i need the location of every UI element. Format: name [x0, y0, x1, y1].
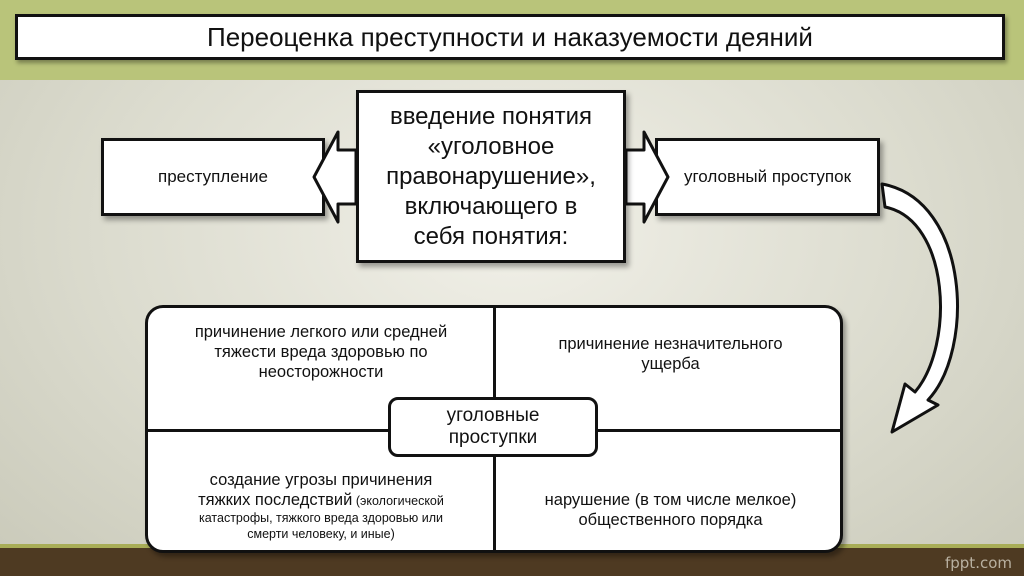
crime-label: преступление	[157, 167, 268, 186]
concept-line: включающего в	[404, 192, 578, 220]
cell-line: тяжести вреда здоровью по	[214, 343, 428, 361]
cell-line: причинение незначительного	[558, 335, 783, 353]
slide-title: Переоценка преступности и наказуемости д…	[15, 14, 1005, 60]
concept-line: «уголовное	[427, 132, 555, 160]
concept-line: себя понятия:	[413, 222, 569, 250]
arrow-left	[312, 130, 358, 224]
cell-note: смерти человеку, и иные)	[247, 527, 395, 541]
cell-line: общественного порядка	[578, 511, 763, 529]
label-line: уголовные	[446, 405, 540, 426]
concept-text: введение понятия «уголовное правонарушен…	[386, 102, 596, 252]
cell-line: ущерба	[641, 355, 700, 373]
cell-minor-health-harm: причинение легкого или средней тяжести в…	[162, 322, 480, 382]
cell-line: создание угрозы причинения	[209, 471, 433, 489]
cell-line: нарушение (в том числе мелкое)	[544, 491, 797, 509]
cell-minor-damage: причинение незначительного ущерба	[508, 334, 833, 374]
criminal-misdemeanor-label: уголовный проступок	[683, 167, 852, 186]
footer-credit: fppt.com	[944, 554, 1012, 572]
cell-line: причинение легкого или средней	[194, 323, 448, 341]
arrow-right	[624, 130, 670, 224]
curved-arrow	[880, 182, 959, 434]
cell-note: (экологической	[352, 494, 444, 508]
label-line: проступки	[448, 427, 538, 448]
cell-public-order-violation: нарушение (в том числе мелкое) обществен…	[508, 490, 833, 530]
concept-line: введение понятия	[389, 102, 593, 130]
crime-box: преступление	[101, 138, 325, 216]
criminal-misdemeanors-label: уголовные проступки	[388, 397, 598, 457]
cell-threat-of-grave-consequences: создание угрозы причинения тяжких послед…	[162, 470, 480, 542]
concept-line: правонарушение»,	[386, 162, 596, 190]
cell-note: катастрофы, тяжкого вреда здоровью или	[198, 511, 444, 525]
cell-line: тяжких последствий	[198, 491, 353, 509]
cell-line: неосторожности	[258, 363, 384, 381]
concept-box: введение понятия «уголовное правонарушен…	[356, 90, 626, 263]
